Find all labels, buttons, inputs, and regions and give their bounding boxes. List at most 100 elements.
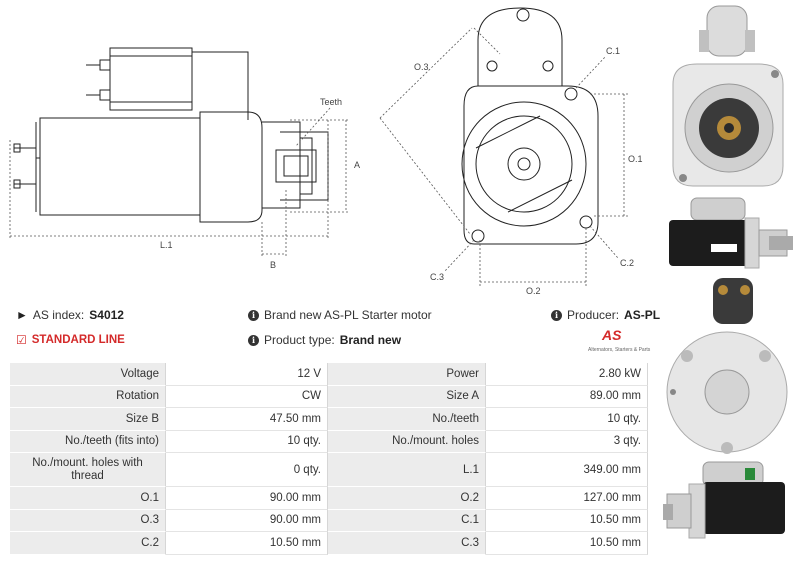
spec-value-text: 89.00 mm	[589, 390, 641, 403]
label-o1: O.1	[628, 154, 643, 164]
spec-value: 127.00 mm	[486, 487, 648, 510]
tag-icon: ►	[16, 308, 28, 322]
logo-tagline: Alternators, Starters & Parts	[588, 347, 651, 353]
spec-value-text: 349.00 mm	[583, 463, 641, 476]
flange-circle	[461, 101, 587, 227]
spec-label: O.2	[328, 487, 486, 510]
as-pl-logo: AS Alternators, Starters & Parts	[588, 327, 650, 357]
spec-label: No./teeth	[328, 408, 486, 431]
spec-label-text: No./teeth (fits into)	[65, 435, 159, 448]
spec-label-text: Voltage	[120, 367, 159, 380]
spec-row: C.2 10.50 mm C.3 10.50 mm	[10, 532, 648, 555]
spec-value: 47.50 mm	[166, 408, 328, 431]
spec-row: O.3 90.00 mm C.1 10.50 mm	[10, 509, 648, 532]
spec-label: Size A	[328, 385, 486, 408]
product-type: i Product type: Brand new	[248, 333, 401, 347]
spec-row: No./teeth (fits into) 10 qty. No./mount. h…	[10, 430, 648, 453]
label-teeth: Teeth	[320, 97, 342, 107]
checkbox-icon: ☑	[16, 333, 27, 347]
spec-row: O.1 90.00 mm O.2 127.00 mm	[10, 487, 648, 510]
product-type-value: Brand new	[339, 333, 402, 347]
photo-rear-view[interactable]	[665, 276, 795, 456]
spec-label: Power	[328, 363, 486, 386]
spec-value: 89.00 mm	[486, 385, 648, 408]
info-icon: i	[248, 334, 259, 346]
spec-label-text: Power	[446, 367, 479, 380]
spec-label-text: O.2	[460, 491, 479, 504]
product-info: ► AS index: S4012 ☑ STANDARD LINE i Bran…	[14, 306, 660, 354]
standard-line-label: STANDARD LINE	[31, 334, 125, 346]
as-index-label: AS index:	[32, 308, 85, 322]
front-solenoid-outline	[477, 7, 563, 86]
spec-value: 10.50 mm	[486, 509, 648, 532]
spec-value: 90.00 mm	[166, 509, 328, 532]
spec-value: 10.50 mm	[486, 532, 648, 555]
spec-label-text: C.1	[461, 514, 479, 527]
spec-value: 12 V	[166, 363, 328, 386]
spec-label-text: L.1	[463, 463, 479, 476]
label-c1: C.1	[606, 46, 620, 56]
spec-value-text: 10 qty.	[607, 412, 641, 425]
spec-label: No./teeth (fits into)	[10, 430, 166, 453]
spec-value: 90.00 mm	[166, 487, 328, 510]
label-c2: C.2	[620, 258, 634, 268]
spec-value-text: 90.00 mm	[269, 491, 321, 504]
photo-front-view[interactable]	[663, 4, 793, 190]
spec-label: C.1	[328, 509, 486, 532]
spec-label: L.1	[328, 453, 486, 487]
spec-value: CW	[166, 385, 328, 408]
producer: i Producer: AS-PL	[551, 308, 660, 322]
spec-value: 2.80 kW	[486, 363, 648, 386]
spec-label-text: No./teeth	[432, 412, 479, 425]
spec-value: 349.00 mm	[486, 453, 648, 487]
spec-label: Voltage	[10, 363, 166, 386]
label-a: A	[354, 160, 360, 170]
spec-value: 0 qty.	[166, 453, 328, 487]
spec-value: 3 qty.	[486, 430, 648, 453]
photo-side-view[interactable]	[661, 194, 796, 274]
technical-drawing: Teeth A L.1 B	[0, 0, 660, 300]
spec-label-text: C.3	[461, 536, 479, 549]
product-photos	[655, 0, 800, 569]
spec-value-text: 47.50 mm	[269, 412, 321, 425]
spec-value-text: CW	[301, 390, 321, 403]
label-b: B	[270, 260, 276, 270]
spec-row: Voltage 12 V Power 2.80 kW	[10, 363, 648, 386]
photo-side-alt-view[interactable]	[663, 460, 798, 560]
spec-label-text: O.1	[140, 491, 159, 504]
spec-value-text: 10.50 mm	[589, 514, 641, 527]
spec-label: Rotation	[10, 385, 166, 408]
spec-value-text: 90.00 mm	[269, 514, 321, 527]
label-c3: C.3	[430, 272, 444, 282]
spec-value-text: 10 qty.	[287, 435, 321, 448]
spec-value-text: 3 qty.	[613, 435, 641, 448]
label-o3: O.3	[414, 62, 429, 72]
description-text: Brand new AS-PL Starter motor	[264, 308, 432, 322]
as-index-value: S4012	[89, 308, 124, 322]
spec-label: C.3	[328, 532, 486, 555]
producer-label: Producer:	[567, 308, 620, 322]
product-type-label: Product type:	[264, 333, 335, 347]
label-o2: O.2	[526, 286, 541, 296]
spec-row: Rotation CW Size A 89.00 mm	[10, 385, 648, 408]
spec-value: 10 qty.	[166, 430, 328, 453]
spec-value-text: 2.80 kW	[598, 367, 641, 380]
spec-label-text: Size A	[446, 390, 479, 403]
spec-label-text: Size B	[125, 412, 159, 425]
flange-outline	[463, 85, 599, 245]
spec-label: No./mount. holes with thread	[10, 453, 166, 487]
spec-label-text: C.2	[141, 536, 159, 549]
spec-label-text: O.3	[140, 514, 159, 527]
producer-value: AS-PL	[624, 308, 661, 322]
spec-value: 10 qty.	[486, 408, 648, 431]
spec-label: Size B	[10, 408, 166, 431]
spec-label-text: No./mount. holes	[392, 435, 479, 448]
spec-value-text: 10.50 mm	[269, 536, 321, 549]
solenoid-outline	[109, 47, 193, 111]
info-icon: i	[248, 309, 259, 321]
spec-value-text: 12 V	[297, 367, 321, 380]
technical-drawing-svg: Teeth A L.1 B	[9, 7, 643, 296]
spec-value-text: 127.00 mm	[583, 491, 641, 504]
info-icon: i	[551, 309, 562, 321]
